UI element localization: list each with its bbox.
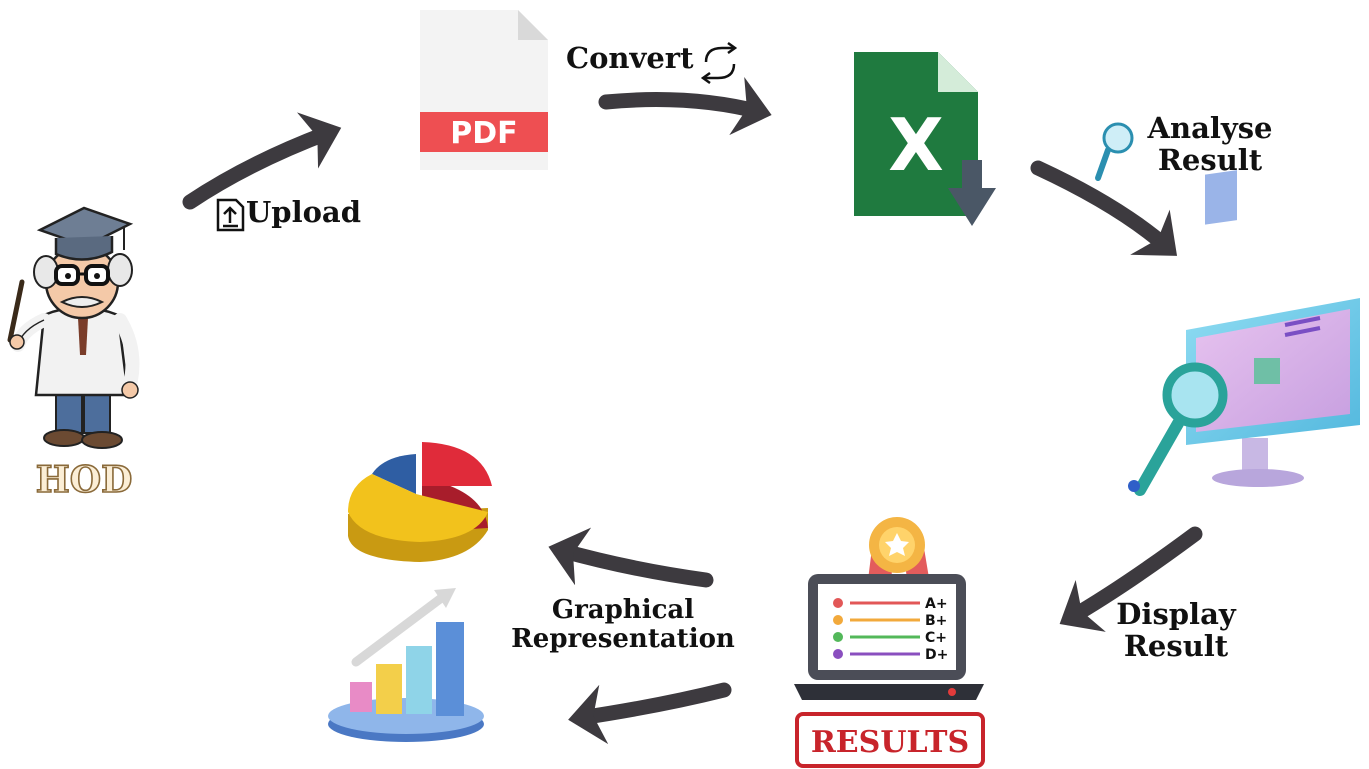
arrow-excel-to-monitor xyxy=(1030,160,1178,256)
step-graphical-label: Graphical Representation xyxy=(510,595,736,655)
pie-chart-illustration xyxy=(348,442,492,562)
hod-label: HOD xyxy=(36,459,133,501)
arrow-results-to-bar xyxy=(568,682,732,745)
arrow-hod-to-pdf xyxy=(182,112,342,210)
display-line-1: Display xyxy=(1116,597,1236,631)
analyse-line-2: Result xyxy=(1157,143,1263,178)
step-analyse-label: Analyse Result xyxy=(1140,112,1280,177)
graphical-line-1: Graphical xyxy=(551,595,695,625)
file-upload-icon xyxy=(216,198,245,232)
arrow-monitor-to-results xyxy=(1059,526,1203,632)
hod-professor-illustration xyxy=(7,206,140,449)
grade-d-plus: D+ xyxy=(925,647,948,663)
pdf-label: PDF xyxy=(450,116,517,151)
upload-text: Upload xyxy=(246,195,361,229)
excel-file-icon: X xyxy=(854,52,996,226)
results-stamp: RESULTS xyxy=(795,712,985,768)
step-display-label: Display Result xyxy=(1110,598,1242,663)
bar-chart-illustration xyxy=(328,588,484,742)
pdf-file-icon: PDF xyxy=(420,10,548,170)
results-stamp-label: RESULTS xyxy=(811,725,969,760)
refresh-cycle-icon xyxy=(700,41,738,85)
excel-x-letter: X xyxy=(888,103,944,187)
grade-c-plus: C+ xyxy=(925,630,947,646)
convert-text: Convert xyxy=(566,41,694,75)
analysis-monitor-illustration xyxy=(1128,170,1360,496)
results-laptop-illustration: A+ B+ C+ D+ RESULTS xyxy=(794,517,985,768)
step-convert-label: Convert xyxy=(566,42,693,74)
arrow-pdf-to-excel xyxy=(598,76,772,136)
magnifier-icon xyxy=(1095,122,1134,181)
grade-b-plus: B+ xyxy=(925,613,947,629)
step-upload-label: Upload xyxy=(218,196,361,228)
graphical-line-2: Representation xyxy=(511,624,735,655)
display-line-2: Result xyxy=(1123,629,1229,664)
download-arrow-icon xyxy=(948,160,996,226)
grade-a-plus: A+ xyxy=(925,596,948,612)
analyse-line-1: Analyse xyxy=(1147,111,1273,145)
arrow-results-to-pie xyxy=(548,527,714,588)
